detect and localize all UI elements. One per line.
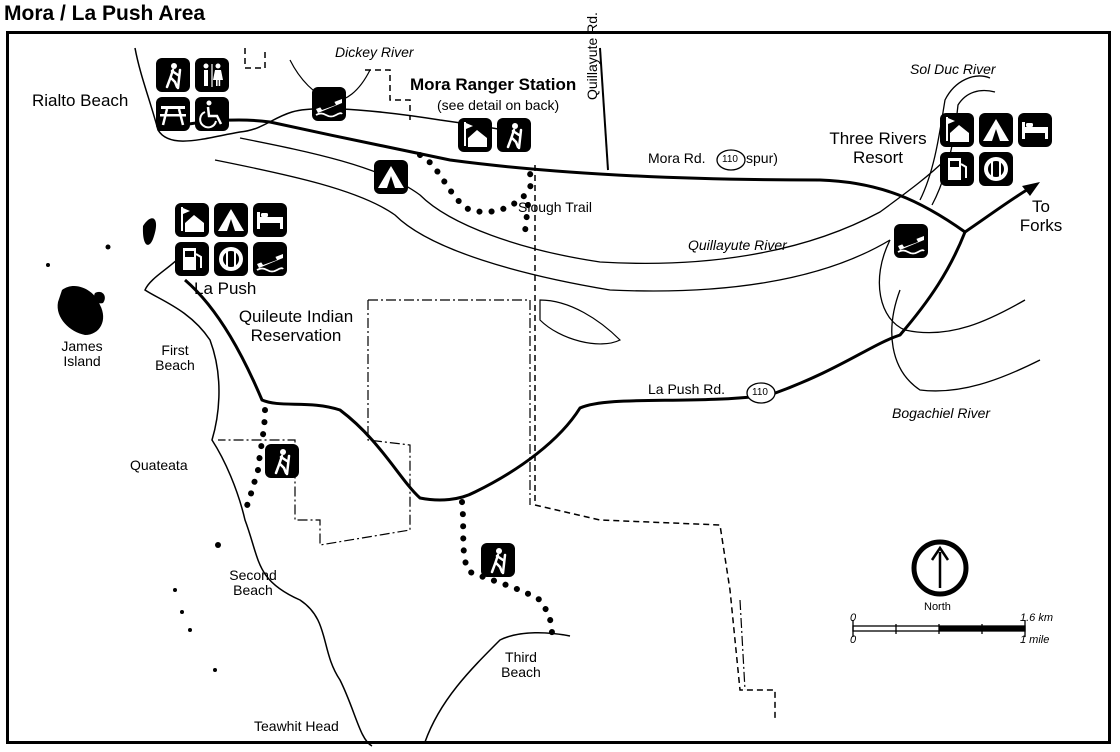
reservation-boundary xyxy=(739,599,746,691)
james-island xyxy=(57,285,104,335)
road-to-forks xyxy=(964,186,1031,234)
la-push-rd xyxy=(184,231,967,502)
ranger-station-icon xyxy=(458,118,492,152)
third-beach-label: Third Beach xyxy=(501,649,541,681)
park-boundary xyxy=(365,69,411,120)
sol-duc-river-bank-2 xyxy=(931,89,996,206)
forks-arrow xyxy=(1022,182,1040,196)
la-push-label: La Push xyxy=(194,279,257,298)
reservation-boundary xyxy=(368,299,531,505)
hiker-icon xyxy=(265,444,299,478)
restroom-icon xyxy=(195,58,229,92)
north-label: North xyxy=(924,601,951,613)
mora-rd-label: Mora Rd. xyxy=(648,150,706,166)
picnic-table-icon xyxy=(156,97,190,131)
ranger-station-icon xyxy=(940,113,974,147)
scale-zero-top: 0 xyxy=(850,612,857,624)
island-in-river xyxy=(539,299,622,345)
ranger-station-icon xyxy=(175,203,209,237)
la-push-rd-label: La Push Rd. xyxy=(648,381,726,397)
james-island-label: James Island xyxy=(61,338,103,370)
mora-rd-route: 110 xyxy=(722,154,738,165)
quillayute-rd-label: Quillayute Rd. xyxy=(584,12,600,100)
slough-trail xyxy=(417,152,534,215)
quillayute-river-bank-south xyxy=(214,159,891,292)
campground-icon xyxy=(214,203,248,237)
rialto-beach-label: Rialto Beach xyxy=(32,91,129,110)
rock xyxy=(180,610,184,614)
quillayute-rd xyxy=(599,47,609,171)
hiker-icon xyxy=(156,58,190,92)
third-beach-trail xyxy=(459,499,555,638)
mora-ranger-station-label: Mora Ranger Station xyxy=(410,75,577,94)
park-boundary xyxy=(534,165,776,720)
slough-trail-label: Slough Trail xyxy=(518,199,592,215)
second-beach-label: Second Beach xyxy=(229,567,277,599)
quileute-reservation-label: Quileute Indian Reservation xyxy=(238,307,354,345)
park-boundary xyxy=(244,48,266,69)
to-forks-label: To Forks xyxy=(1019,197,1063,235)
mora-rd xyxy=(157,118,966,234)
coastline-third-beach xyxy=(424,631,571,743)
la-push-rd-route: 110 xyxy=(752,387,768,398)
hiker-icon xyxy=(497,118,531,152)
teawhit-head-label: Teawhit Head xyxy=(254,718,339,734)
islet-1 xyxy=(94,291,105,304)
food-icon xyxy=(979,152,1013,186)
mora-rd-spur-label: spur) xyxy=(746,150,778,166)
rock xyxy=(105,244,111,250)
quateata-trail xyxy=(242,407,268,513)
campground-icon xyxy=(979,113,1013,147)
coastline-south xyxy=(144,254,373,747)
boat-launch-icon xyxy=(312,87,346,121)
rock xyxy=(188,628,192,632)
first-beach-label: First Beach xyxy=(155,342,195,374)
slough-trail-ext xyxy=(522,202,531,235)
bogachiel-river-label: Bogachiel River xyxy=(892,405,991,421)
rock xyxy=(46,263,50,267)
sol-duc-river-bank-1 xyxy=(919,75,991,201)
rock xyxy=(173,588,177,592)
rock xyxy=(215,542,221,548)
wheelchair-icon xyxy=(195,97,229,131)
quillayute-river-label: Quillayute River xyxy=(688,237,787,253)
quateata-label: Quateata xyxy=(130,457,188,473)
page-title: Mora / La Push Area xyxy=(4,2,206,25)
gas-icon xyxy=(940,152,974,186)
scale-mile-label: 1 mile xyxy=(1020,634,1050,646)
boat-launch-icon xyxy=(253,242,287,276)
rock xyxy=(213,668,217,672)
map-frame xyxy=(6,31,1111,744)
sol-duc-river-label: Sol Duc River xyxy=(910,61,996,77)
scale-zero-bottom: 0 xyxy=(850,634,857,646)
islet-2 xyxy=(142,218,157,245)
north-arrow xyxy=(930,545,950,588)
coastline xyxy=(134,47,531,142)
three-rivers-resort-label: Three Rivers Resort xyxy=(829,129,927,167)
boat-launch-icon xyxy=(894,224,928,258)
dickey-river-label: Dickey River xyxy=(335,44,414,60)
scale-km-label: 1.6 km xyxy=(1020,612,1054,624)
lodging-icon xyxy=(1018,113,1052,147)
mora-rd-shield xyxy=(716,149,746,171)
hiker-icon xyxy=(481,543,515,577)
la-push-rd-shield xyxy=(746,382,776,404)
see-detail-label: (see detail on back) xyxy=(437,97,560,113)
food-icon xyxy=(214,242,248,276)
campground-icon xyxy=(374,160,408,194)
bogachiel-river-bank-2 xyxy=(891,289,1041,392)
lodging-icon xyxy=(253,203,287,237)
gas-icon xyxy=(175,242,209,276)
